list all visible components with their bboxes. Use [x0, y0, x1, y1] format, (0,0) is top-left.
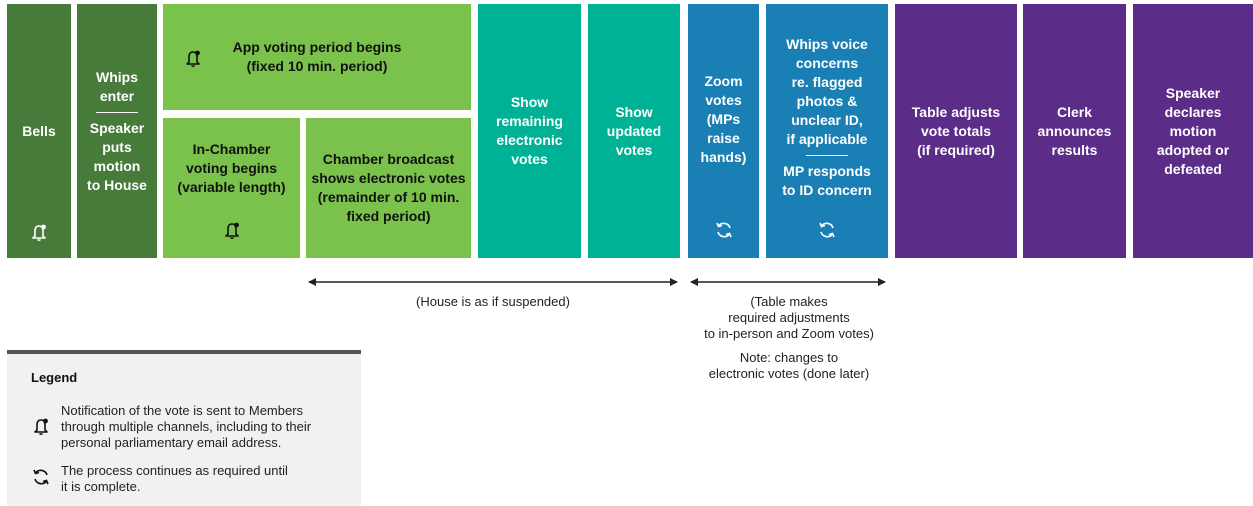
app-voting-label: App voting period begins (fixed 10 min. … [232, 39, 402, 74]
step-speaker-declares: Speaker declares motion adopted or defea… [1133, 4, 1253, 258]
bell-icon [222, 220, 242, 240]
clerk-label: Clerk announces results [1037, 103, 1112, 158]
legend-title: Legend [31, 370, 78, 385]
divider [96, 111, 138, 113]
step-app-voting: App voting period begins (fixed 10 min. … [163, 4, 471, 110]
speaker-puts-label: Speaker puts motion to House [87, 119, 147, 193]
mp-responds-label: MP responds to ID concern [782, 163, 872, 198]
suspension-arrow [306, 275, 680, 289]
changes-note: Note: changes to electronic votes (done … [708, 350, 870, 381]
divider [806, 155, 848, 156]
bell-icon [31, 416, 51, 436]
speaker-declares-label: Speaker declares motion adopted or defea… [1156, 84, 1230, 177]
step-table-adjusts: Table adjusts vote totals (if required) [895, 4, 1017, 258]
show-remaining-label: Show remaining electronic votes [496, 94, 563, 167]
broadcast-label: Chamber broadcast shows electronic votes… [311, 151, 466, 224]
cycle-icon [714, 220, 734, 240]
step-bells-label: Bells [22, 122, 56, 139]
step-clerk: Clerk announces results [1023, 4, 1126, 258]
legend-cycle-text: The process continues as required until … [61, 463, 288, 494]
table-makes-note: (Table makes required adjustments to in-… [704, 294, 874, 341]
in-chamber-label: In-Chamber voting begins (variable lengt… [177, 140, 286, 195]
whips-enter-label: Whips enter [96, 68, 138, 104]
cycle-icon [31, 467, 51, 487]
step-in-chamber: In-Chamber voting begins (variable lengt… [163, 118, 300, 258]
step-bells: Bells [7, 4, 71, 258]
table-adjusts-label: Table adjusts vote totals (if required) [911, 103, 1001, 158]
legend: Legend Notification of the vote is sent … [7, 350, 361, 506]
step-zoom-votes: Zoom votes (MPs raise hands) [688, 4, 759, 258]
step-broadcast: Chamber broadcast shows electronic votes… [306, 118, 471, 258]
zoom-votes-label: Zoom votes (MPs raise hands) [700, 72, 747, 165]
show-updated-label: Show updated votes [606, 103, 662, 158]
house-suspended-note: (House is as if suspended) [416, 294, 570, 309]
bell-icon [183, 48, 203, 68]
step-show-updated: Show updated votes [588, 4, 680, 258]
cycle-icon [817, 220, 837, 240]
step-show-remaining: Show remaining electronic votes [478, 4, 581, 258]
whips-voice-label: Whips voice concerns re. flagged photos … [786, 36, 868, 147]
legend-bell-text: Notification of the vote is sent to Memb… [61, 403, 312, 450]
adjustment-arrow [688, 275, 888, 289]
bell-icon [29, 222, 49, 242]
step-whips-speaker: Whips enter Speaker puts motion to House [77, 4, 157, 258]
step-whips-concerns: Whips voice concerns re. flagged photos … [766, 4, 888, 258]
